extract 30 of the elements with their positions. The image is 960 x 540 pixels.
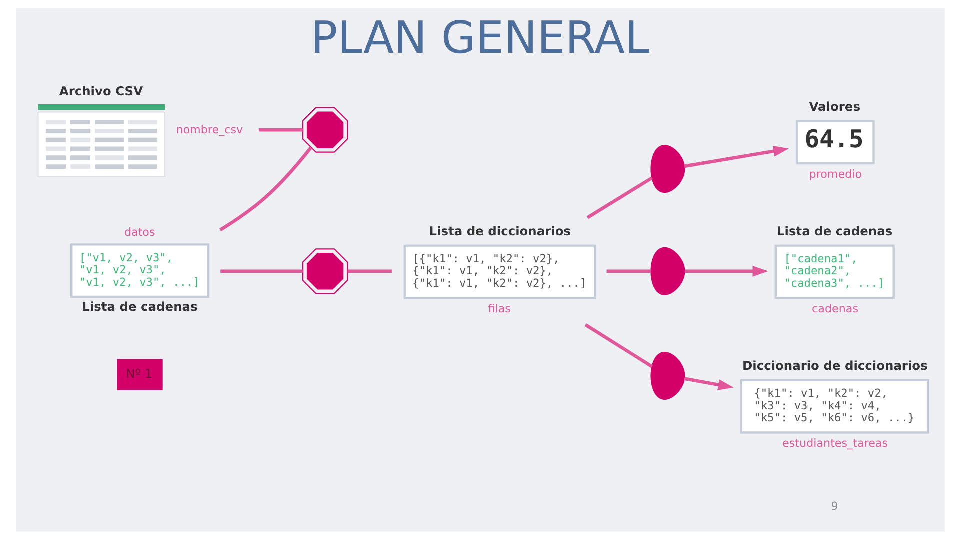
node-label: Lista de cadenas: [776, 224, 892, 239]
connector: [586, 176, 652, 220]
label: 9: [830, 500, 838, 514]
node-label: Valores: [808, 100, 860, 114]
node-label: cadenas: [812, 302, 858, 316]
node-bulb: [650, 352, 685, 400]
node-bulb: [650, 247, 685, 296]
arrow: [684, 377, 734, 390]
node-bulb: [650, 145, 685, 194]
node-gear: [302, 248, 348, 294]
node-label: datos: [124, 226, 155, 239]
connector: [218, 146, 312, 232]
diagram-title: PLAN GENERAL: [310, 12, 650, 64]
node-label: promedio: [808, 168, 862, 181]
node-label: filas: [488, 302, 510, 316]
node-gear: [302, 107, 348, 153]
connector: [584, 324, 653, 368]
node-label: Diccionario de diccionarios: [742, 359, 928, 374]
connector: [220, 270, 302, 274]
connector: [258, 128, 302, 132]
node-label: Archivo CSV: [58, 84, 143, 98]
node-label: nombre_csv: [176, 123, 243, 136]
connector: [606, 270, 651, 274]
connector: [347, 270, 392, 274]
arrow: [684, 146, 789, 168]
node-label: Lista de diccionarios: [428, 224, 571, 239]
arrow: [684, 266, 768, 277]
label: Nº 1: [126, 366, 152, 381]
node-label: Lista de cadenas: [82, 300, 198, 314]
node-label: estudiantes_tareas: [782, 437, 888, 450]
